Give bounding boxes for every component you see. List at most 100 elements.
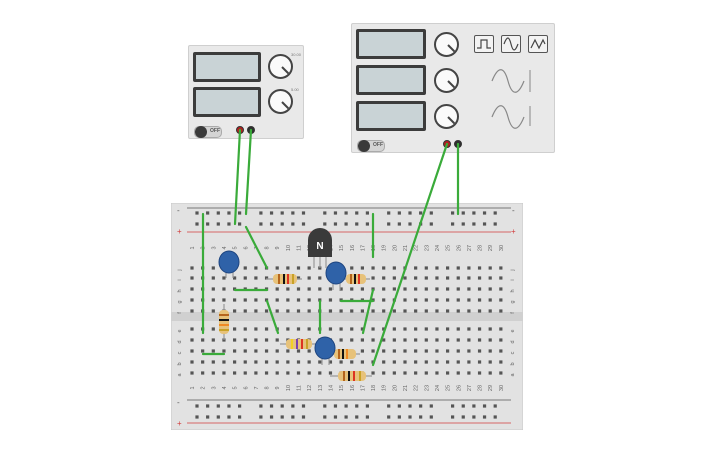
breadboard-hole[interactable] bbox=[477, 309, 482, 313]
rail-hole[interactable] bbox=[301, 404, 306, 408]
breadboard-hole[interactable] bbox=[254, 338, 258, 342]
breadboard-hole[interactable] bbox=[382, 276, 386, 280]
breadboard-hole[interactable] bbox=[456, 360, 460, 364]
breadboard-hole[interactable] bbox=[190, 276, 194, 280]
resistor-4[interactable] bbox=[280, 339, 318, 349]
breadboard-hole[interactable] bbox=[318, 276, 322, 280]
breadboard-hole[interactable] bbox=[477, 276, 482, 280]
breadboard-hole[interactable] bbox=[222, 371, 226, 375]
breadboard-hole[interactable] bbox=[328, 327, 333, 331]
breadboard-hole[interactable] bbox=[328, 298, 333, 302]
breadboard-hole[interactable] bbox=[424, 349, 428, 353]
breadboard-hole[interactable] bbox=[286, 287, 290, 291]
breadboard-hole[interactable] bbox=[254, 349, 258, 353]
breadboard-hole[interactable] bbox=[307, 287, 311, 291]
breadboard-hole[interactable] bbox=[414, 298, 418, 302]
breadboard-hole[interactable] bbox=[382, 298, 386, 302]
breadboard-hole[interactable] bbox=[456, 327, 460, 331]
breadboard-hole[interactable] bbox=[254, 327, 258, 331]
breadboard-hole[interactable] bbox=[371, 309, 375, 313]
voltage-knob[interactable] bbox=[268, 54, 293, 79]
rail-hole[interactable] bbox=[280, 222, 284, 226]
rail-hole[interactable] bbox=[238, 211, 242, 215]
rail-hole[interactable] bbox=[397, 415, 401, 419]
rail-hole[interactable] bbox=[365, 404, 369, 408]
breadboard-hole[interactable] bbox=[403, 298, 407, 302]
resistor-6[interactable] bbox=[330, 371, 372, 381]
wire-diag-1[interactable] bbox=[244, 225, 269, 270]
rail-hole[interactable] bbox=[355, 404, 359, 408]
breadboard-hole[interactable] bbox=[201, 360, 205, 364]
breadboard-hole[interactable] bbox=[488, 360, 492, 364]
rail-hole[interactable] bbox=[195, 211, 199, 215]
breadboard-hole[interactable] bbox=[446, 327, 450, 331]
breadboard-hole[interactable] bbox=[328, 309, 333, 313]
rail-hole[interactable] bbox=[206, 415, 210, 419]
wire-diag-3[interactable] bbox=[361, 288, 375, 335]
npn-transistor[interactable]: N bbox=[308, 228, 332, 268]
breadboard-hole[interactable] bbox=[296, 327, 301, 331]
function-generator[interactable]: OFF bbox=[351, 23, 555, 153]
breadboard-hole[interactable] bbox=[296, 266, 301, 270]
breadboard-hole[interactable] bbox=[307, 327, 311, 331]
breadboard-hole[interactable] bbox=[499, 349, 503, 353]
wire-supply-positive[interactable] bbox=[233, 128, 242, 226]
breadboard-hole[interactable] bbox=[254, 276, 258, 280]
rail-hole[interactable] bbox=[482, 222, 487, 226]
breadboard-hole[interactable] bbox=[382, 309, 386, 313]
breadboard-hole[interactable] bbox=[243, 360, 247, 364]
breadboard-hole[interactable] bbox=[477, 360, 482, 364]
breadboard-hole[interactable] bbox=[488, 349, 492, 353]
breadboard-hole[interactable] bbox=[243, 276, 247, 280]
rail-hole[interactable] bbox=[365, 211, 369, 215]
rail-hole[interactable] bbox=[429, 415, 433, 419]
breadboard-hole[interactable] bbox=[211, 298, 215, 302]
breadboard-hole[interactable] bbox=[201, 338, 205, 342]
breadboard-hole[interactable] bbox=[296, 287, 301, 291]
rail-hole[interactable] bbox=[397, 222, 401, 226]
breadboard-hole[interactable] bbox=[275, 298, 279, 302]
breadboard-hole[interactable] bbox=[296, 309, 301, 313]
breadboard-hole[interactable] bbox=[414, 287, 418, 291]
rail-hole[interactable] bbox=[451, 404, 455, 408]
breadboard-hole[interactable] bbox=[392, 338, 396, 342]
rail-hole[interactable] bbox=[216, 222, 220, 226]
breadboard-hole[interactable] bbox=[477, 338, 482, 342]
rail-hole[interactable] bbox=[472, 415, 476, 419]
amplitude-knob[interactable] bbox=[434, 68, 459, 93]
breadboard-hole[interactable] bbox=[307, 266, 311, 270]
breadboard-hole[interactable] bbox=[264, 349, 269, 353]
breadboard-hole[interactable] bbox=[233, 349, 237, 353]
sine-wave-button[interactable] bbox=[501, 35, 521, 53]
breadboard-hole[interactable] bbox=[243, 298, 247, 302]
breadboard-hole[interactable] bbox=[424, 309, 428, 313]
rail-hole[interactable] bbox=[280, 404, 284, 408]
rail-hole[interactable] bbox=[461, 211, 465, 215]
rail-hole[interactable] bbox=[451, 211, 455, 215]
breadboard-hole[interactable] bbox=[360, 338, 364, 342]
breadboard-hole[interactable] bbox=[488, 309, 492, 313]
breadboard-hole[interactable] bbox=[211, 287, 215, 291]
rail-hole[interactable] bbox=[493, 222, 497, 226]
breadboard-hole[interactable] bbox=[456, 349, 460, 353]
breadboard-hole[interactable] bbox=[339, 327, 343, 331]
breadboard-hole[interactable] bbox=[275, 287, 279, 291]
breadboard-hole[interactable] bbox=[233, 360, 237, 364]
breadboard-hole[interactable] bbox=[392, 287, 396, 291]
breadboard-hole[interactable] bbox=[424, 371, 428, 375]
rail-hole[interactable] bbox=[323, 211, 327, 215]
rail-hole[interactable] bbox=[269, 404, 274, 408]
breadboard-hole[interactable] bbox=[477, 298, 482, 302]
breadboard-hole[interactable] bbox=[296, 349, 301, 353]
breadboard-hole[interactable] bbox=[446, 298, 450, 302]
wire-supply-negative[interactable] bbox=[244, 128, 253, 216]
rail-hole[interactable] bbox=[451, 222, 455, 226]
breadboard-hole[interactable] bbox=[499, 327, 503, 331]
breadboard-hole[interactable] bbox=[318, 371, 322, 375]
breadboard-hole[interactable] bbox=[446, 338, 450, 342]
rail-hole[interactable] bbox=[195, 415, 199, 419]
capacitor-3[interactable] bbox=[314, 336, 336, 365]
breadboard-hole[interactable] bbox=[190, 287, 194, 291]
rail-hole[interactable] bbox=[429, 222, 433, 226]
